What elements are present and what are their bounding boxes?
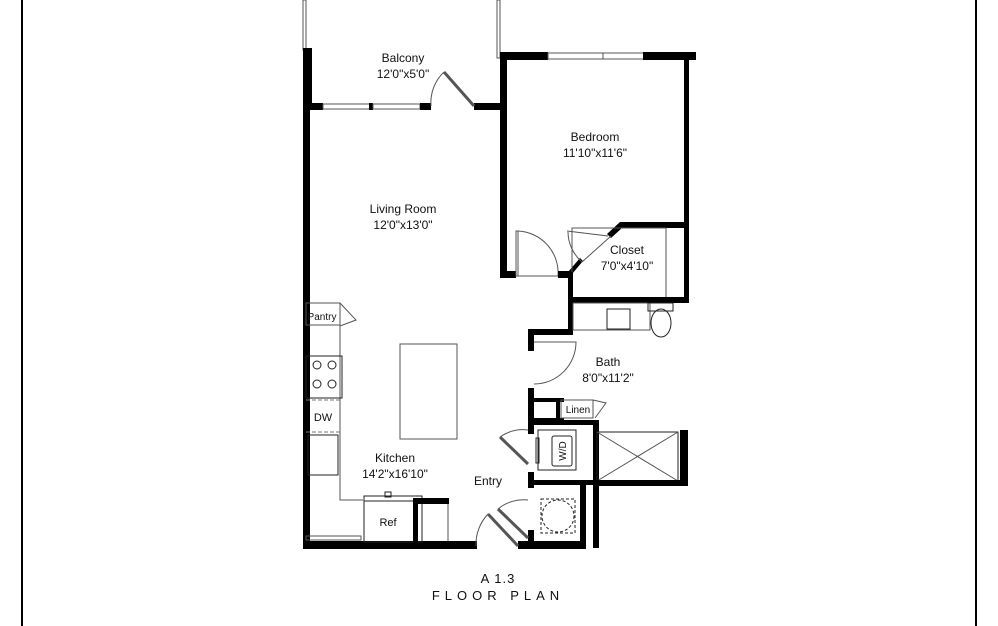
linen-label: Linen	[566, 405, 590, 416]
room-name-bedroom: Bedroom	[571, 130, 620, 144]
washer-dryer-label: W/D	[558, 441, 569, 460]
room-name-balcony: Balcony	[382, 51, 425, 65]
room-size-bath: 8'0"x11'2"	[582, 371, 634, 385]
walls	[302, 0, 696, 549]
room-name-living-room: Living Room	[370, 202, 437, 216]
unit-name: A 1.3	[481, 571, 516, 586]
refrigerator-label: Ref	[379, 517, 397, 529]
room-name-kitchen: Kitchen	[375, 451, 415, 465]
pantry-label: Pantry	[308, 312, 337, 323]
plan-subtitle: FLOOR PLAN	[432, 588, 564, 603]
room-labels: Balcony 12'0"x5'0" Bedroom 11'10"x11'6" …	[308, 51, 654, 529]
room-size-living-room: 12'0"x13'0"	[373, 218, 432, 232]
room-size-closet: 7'0"x4'10"	[601, 259, 653, 273]
room-name-closet: Closet	[610, 243, 645, 257]
room-size-bedroom: 11'10"x11'6"	[563, 146, 627, 160]
room-size-balcony: 12'0"x5'0"	[377, 67, 429, 81]
room-name-bath: Bath	[596, 355, 621, 369]
dishwasher-label: DW	[314, 412, 333, 424]
room-size-kitchen: 14'2"x16'10"	[362, 467, 428, 481]
entry-label: Entry	[474, 474, 502, 488]
